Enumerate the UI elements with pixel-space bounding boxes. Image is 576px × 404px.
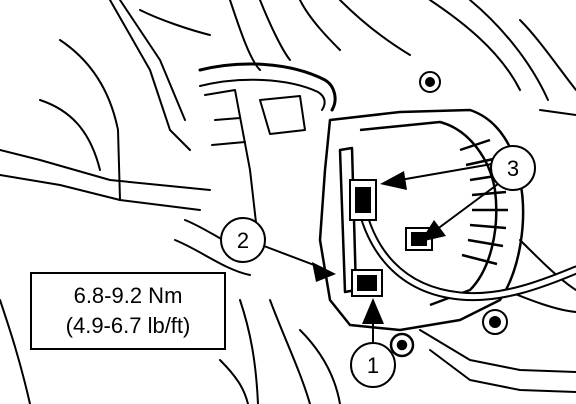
callout-2: 2 bbox=[220, 217, 336, 282]
torque-metric: 6.8-9.2 Nm bbox=[73, 283, 183, 308]
callout-1-label: 1 bbox=[367, 353, 379, 378]
callout-1: 1 bbox=[350, 298, 396, 388]
connector-terminal-1 bbox=[351, 269, 383, 297]
callout-3-label: 3 bbox=[507, 156, 519, 181]
callout-3-arrowhead-upper bbox=[380, 171, 407, 190]
callout-1-arrowhead bbox=[362, 298, 384, 324]
callout-2-label: 2 bbox=[237, 228, 249, 253]
wiring-harness bbox=[355, 195, 576, 302]
callout-3-arrowhead-lower bbox=[420, 220, 446, 242]
connector-terminal-3 bbox=[349, 179, 433, 251]
torque-spec-box: 6.8-9.2 Nm (4.9-6.7 lb/ft) bbox=[30, 272, 226, 350]
torque-imperial: (4.9-6.7 lb/ft) bbox=[65, 313, 191, 338]
callout-2-arrowhead bbox=[312, 262, 336, 282]
callout-3: 3 bbox=[380, 145, 536, 242]
